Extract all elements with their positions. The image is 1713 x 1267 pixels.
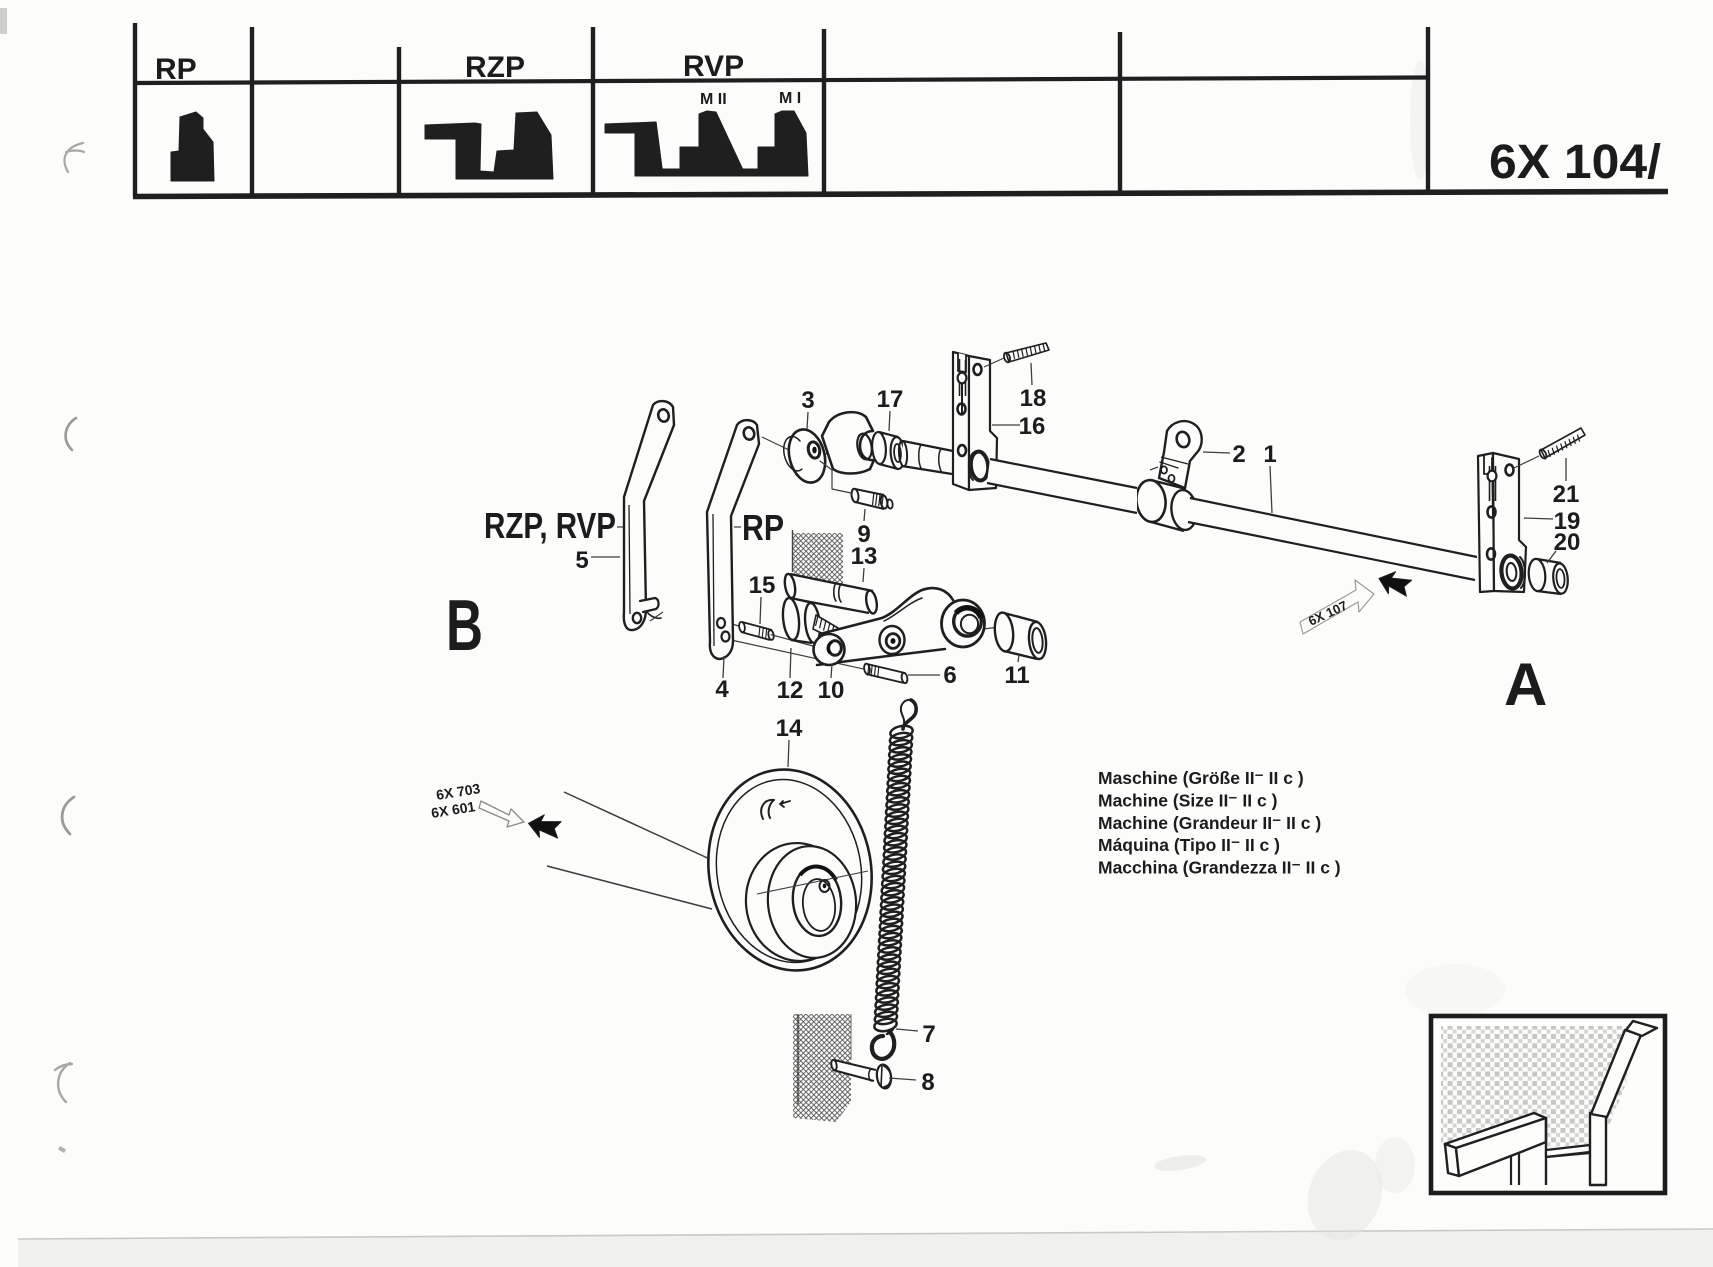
svg-text:9: 9 [857, 521, 870, 548]
svg-text:M II: M II [700, 91, 727, 108]
svg-text:Machine (Grandeur II⁻ II c ): Machine (Grandeur II⁻ II c ) [1098, 813, 1321, 833]
svg-text:12: 12 [777, 677, 804, 704]
svg-text:6X 104/: 6X 104/ [1489, 136, 1661, 189]
svg-text:RVP: RVP [683, 50, 744, 83]
svg-text:RP: RP [742, 507, 784, 548]
svg-text:RZP, RVP: RZP, RVP [484, 505, 616, 546]
svg-text:13: 13 [851, 543, 878, 570]
svg-text:6X 601: 6X 601 [430, 798, 477, 821]
svg-text:10: 10 [818, 677, 845, 704]
svg-text:Máquina (Tipo II⁻ II c ): Máquina (Tipo II⁻ II c ) [1098, 835, 1280, 855]
svg-text:18: 18 [1020, 385, 1047, 412]
svg-text:RP: RP [155, 53, 197, 86]
svg-text:RZP: RZP [465, 51, 525, 84]
svg-text:7: 7 [922, 1021, 935, 1048]
svg-text:14: 14 [776, 715, 803, 742]
svg-text:M I: M I [779, 90, 801, 107]
svg-text:3: 3 [801, 387, 814, 414]
svg-text:B: B [446, 586, 483, 666]
svg-text:17: 17 [877, 386, 904, 413]
svg-text:8: 8 [921, 1069, 934, 1096]
svg-text:5: 5 [575, 547, 588, 574]
svg-text:6X 703: 6X 703 [435, 780, 482, 803]
svg-text:1: 1 [1263, 441, 1276, 468]
svg-text:Machine (Size II⁻ II c ): Machine (Size II⁻ II c ) [1098, 790, 1277, 810]
svg-text:19: 19 [1554, 508, 1581, 535]
svg-text:20: 20 [1554, 529, 1581, 556]
svg-text:11: 11 [1004, 662, 1029, 689]
svg-text:Macchina (Grandezza II⁻ II c ): Macchina (Grandezza II⁻ II c ) [1098, 858, 1341, 878]
svg-text:6: 6 [943, 662, 956, 689]
svg-text:21: 21 [1553, 481, 1580, 508]
svg-text:4: 4 [715, 676, 729, 703]
svg-text:Maschine (Größe II⁻ II c ): Maschine (Größe II⁻ II c ) [1098, 768, 1304, 788]
svg-text:A: A [1504, 651, 1547, 718]
svg-text:2: 2 [1232, 441, 1245, 468]
svg-text:15: 15 [749, 572, 776, 599]
svg-text:16: 16 [1019, 413, 1046, 440]
